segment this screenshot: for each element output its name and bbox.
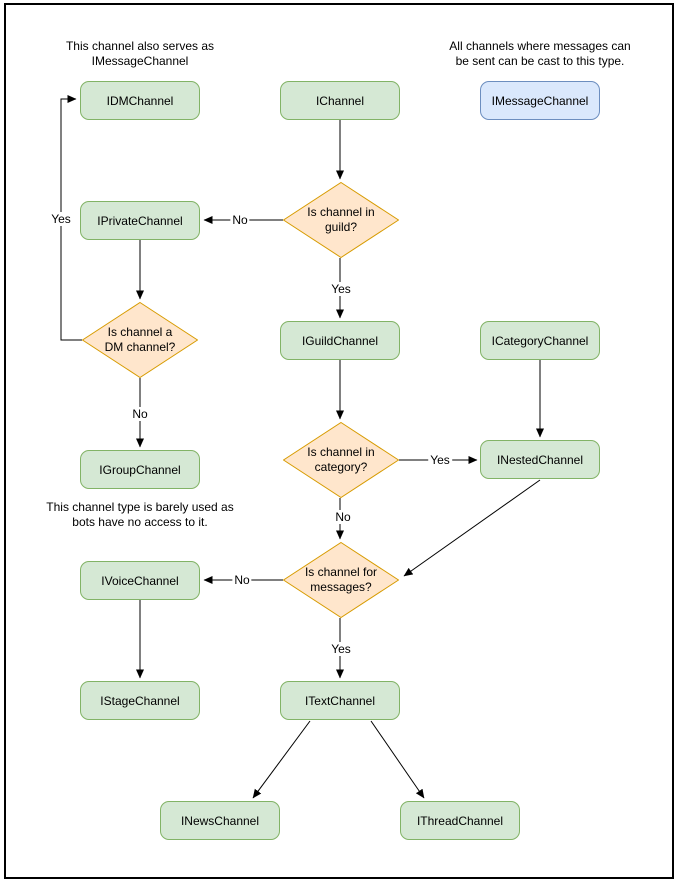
node-ithreadchannel: IThreadChannel [400,801,520,840]
edge-label-dm-no: No [130,407,150,421]
edge-label-guild-yes: Yes [329,282,353,296]
decision-label: Is channel for messages? [304,565,378,594]
edge-itextchannel-to-ithreadchannel [370,720,425,799]
node-ichannel: IChannel [280,81,400,120]
edge-label-dm-yes: Yes [49,212,73,226]
node-iguildchannel: IGuildChannel [280,321,400,360]
edge-label-messages-no: No [232,573,252,587]
node-icategorychannel: ICategoryChannel [480,321,600,360]
decision-label: Is channel in category? [307,445,375,474]
node-ivoicechannel: IVoiceChannel [80,561,200,600]
decision-is-channel-in-category: Is channel in category? [283,422,399,498]
edge-label-category-no: No [333,510,353,524]
node-imessagechannel: IMessageChannel [480,81,600,120]
edge-label-guild-no: No [230,213,250,227]
diagram-border [4,3,674,879]
node-iprivatechannel: IPrivateChannel [80,201,200,240]
node-inewschannel: INewsChannel [160,801,280,840]
node-igroupchannel: IGroupChannel [80,450,200,489]
decision-is-channel-a-dm: Is channel a DM channel? [82,302,198,378]
diamond-shape [283,182,399,258]
edge-label-category-yes: Yes [428,453,452,467]
node-idmchannel: IDMChannel [80,81,200,120]
node-istagechannel: IStageChannel [80,681,200,720]
edge-inestedchannel-to-formessages-decision [403,479,541,577]
edge-itextchannel-to-inewschannel [252,720,311,799]
diamond-shape [82,302,198,378]
decision-label: Is channel a DM channel? [104,325,176,354]
diamond-shape [283,542,399,618]
node-inestedchannel: INestedChannel [480,440,600,479]
node-itextchannel: ITextChannel [280,681,400,720]
diamond-shape [283,422,399,498]
note-messages-cast-type: All channels where messages can be sent … [449,39,631,68]
decision-is-channel-for-messages: Is channel for messages? [283,542,399,618]
decision-label: Is channel in guild? [307,205,375,234]
decision-is-channel-in-guild: Is channel in guild? [283,182,399,258]
note-dm-serves-as-imessagechannel: This channel also serves as IMessageChan… [65,39,215,68]
note-groupchannel-barely-used: This channel type is barely used as bots… [46,500,234,529]
edge-label-messages-yes: Yes [329,642,353,656]
